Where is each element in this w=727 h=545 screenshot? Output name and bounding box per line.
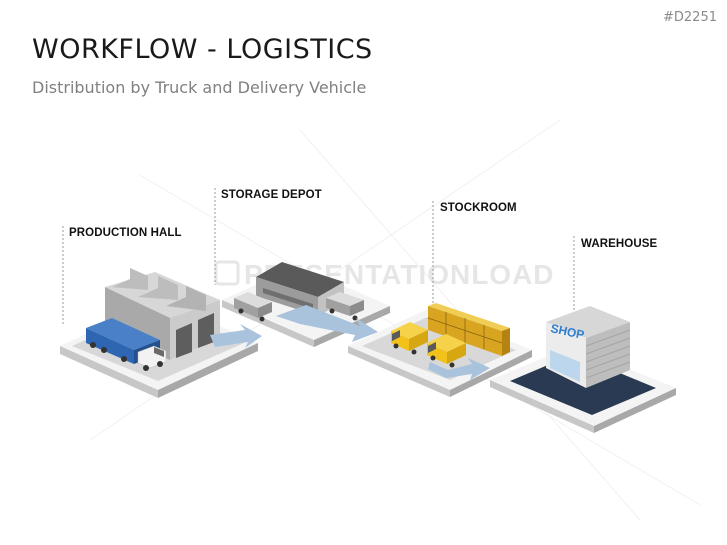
slide-subtitle: Distribution by Truck and Delivery Vehic… <box>32 78 367 97</box>
storage-truck-right <box>326 292 364 321</box>
slide-code: #D2251 <box>663 10 717 25</box>
flow-arrow-1 <box>210 324 262 348</box>
semi-truck <box>86 318 167 371</box>
station-label-storage-depot: STORAGE DEPOT <box>221 189 322 201</box>
depot-building <box>256 262 344 316</box>
delivery-van-right <box>427 334 466 368</box>
slide-title: WORKFLOW - LOGISTICS <box>32 34 373 65</box>
storage-truck-left <box>234 292 272 322</box>
shop-sign: SHOP <box>549 321 585 342</box>
station-label-warehouse: WAREHOUSE <box>581 238 658 250</box>
flow-arrow-3 <box>428 358 490 380</box>
warehouse-group: SHOP <box>490 306 676 433</box>
station-label-production-hall: PRODUCTION HALL <box>69 227 182 239</box>
factory-building <box>105 268 220 360</box>
flow-arrow-2 <box>276 305 378 342</box>
delivery-van-left <box>391 322 428 355</box>
station-label-stockroom: STOCKROOM <box>440 202 517 214</box>
shop-building: SHOP <box>546 306 631 388</box>
stockroom-shelves <box>427 303 510 356</box>
production-hall-group <box>60 268 258 398</box>
